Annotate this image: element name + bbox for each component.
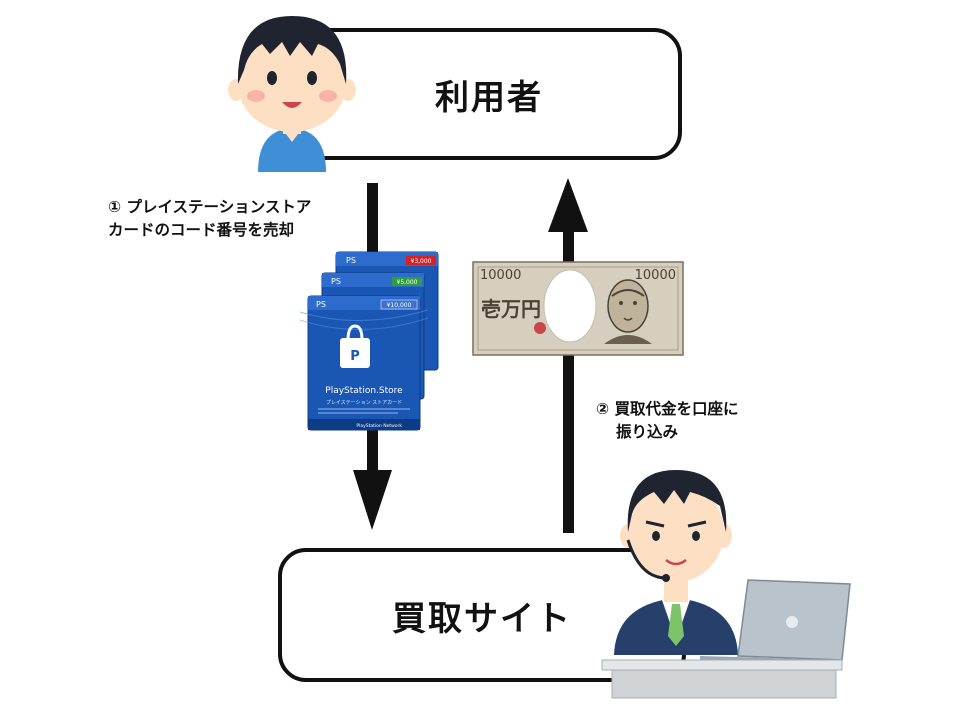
banknote-text: 壱万円 [481,297,541,321]
step1-line2: カードのコード番号を売却 [108,221,295,239]
step1-label: ① プレイステーションストア カードのコード番号を売却 [108,196,311,242]
user-node-label: 利用者 [435,77,543,118]
card-footer-text: PlayStation Network [356,423,402,429]
card-tag-5000: ¥5,000 [397,279,418,286]
step2-line1: ② 買取代金を口座に [596,400,739,418]
ps-logo-icon: PS [331,277,341,286]
svg-text:P: P [350,349,360,364]
step2-label: ② 買取代金を口座に 振り込み [596,398,739,444]
card-subtitle-text: プレイステーション ストアカード [326,400,402,406]
operator-person-icon [614,470,738,655]
card-tag-10000: ¥10,000 [387,302,412,309]
step1-line1: ① プレイステーションストア [108,198,312,216]
gift-card-front: ¥10,000 PS P PlayStation.Store プレイステーション… [299,295,429,431]
ps-logo-icon: PS [316,300,326,309]
gift-card-stack: ¥3,000 PS ¥5,000 PS ¥10,000 PS P PlaySta… [299,251,439,431]
ps-logo-icon: PS [346,256,356,265]
banknote-icon: 10000 10000 壱万円 [472,261,684,356]
arrow-up-icon [548,178,588,533]
banknote-denomination-left: 10000 [480,268,521,283]
buyback-site-node-label: 買取サイト [392,598,572,639]
banknote-denomination-right: 10000 [635,268,676,283]
shopping-bag-icon: P [340,324,370,368]
user-node: 利用者 [296,28,682,160]
headset-icon [626,539,667,580]
card-tag-3000: ¥3,000 [411,258,432,265]
step2-line2: 振り込み [616,423,679,441]
portrait-icon [604,279,652,344]
card-brand-text: PlayStation.Store [325,386,403,396]
user-person-icon [228,16,356,172]
desk-icon [601,659,843,699]
